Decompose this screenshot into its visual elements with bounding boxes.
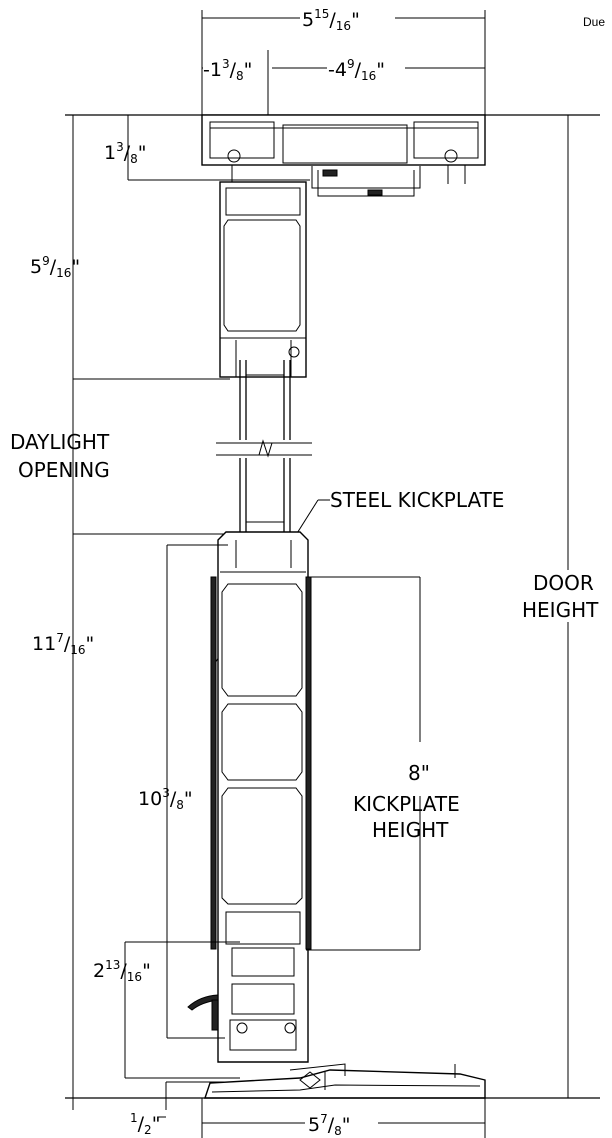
header-profile [65, 114, 600, 197]
dim-kickplate-height: 8" KICKPLATE HEIGHT [306, 576, 460, 951]
svg-text:57/8": 57/8" [308, 1112, 351, 1138]
dim-top-split: -13/8" -49/16" [202, 50, 485, 118]
dim-base-width: 57/8" [201, 1098, 486, 1138]
svg-text:STEEL KICKPLATE: STEEL KICKPLATE [330, 488, 504, 512]
daylight-opening-label: DAYLIGHT OPENING [10, 430, 110, 482]
svg-text:-13/8": -13/8" [203, 57, 252, 83]
dim-sweep: 213/16" [93, 941, 240, 1079]
svg-text:DAYLIGHT: DAYLIGHT [10, 430, 110, 454]
svg-text:117/16": 117/16" [32, 631, 94, 657]
svg-text:HEIGHT: HEIGHT [522, 598, 599, 622]
svg-text:DOOR: DOOR [533, 571, 594, 595]
svg-text:-49/16": -49/16" [328, 57, 385, 83]
svg-text:HEIGHT: HEIGHT [372, 818, 449, 842]
dim-header-depth: 13/8" [104, 115, 310, 181]
svg-text:KICKPLATE: KICKPLATE [353, 792, 460, 816]
dim-top-rail: 59/16" [30, 115, 230, 1110]
steel-kickplate-callout: STEEL KICKPLATE [211, 488, 504, 669]
dim-threshold: 1/2" [130, 1081, 225, 1137]
svg-text:515/16": 515/16" [302, 7, 360, 33]
svg-text:103/8": 103/8" [138, 786, 193, 812]
corner-note: Due [583, 15, 605, 29]
top-rail-profile [219, 181, 307, 378]
svg-text:213/16": 213/16" [93, 958, 151, 984]
bottom-rail-profile [73, 531, 312, 1063]
svg-text:OPENING: OPENING [18, 458, 110, 482]
dim-top-overall: 515/16" [201, 7, 486, 115]
svg-text:59/16": 59/16" [30, 254, 80, 280]
dim-door-height: DOOR HEIGHT [522, 115, 599, 1098]
glass-section [216, 360, 312, 540]
dim-bottom-overall: 117/16" [32, 631, 94, 657]
threshold-profile [204, 1063, 486, 1099]
svg-text:1/2": 1/2" [130, 1111, 160, 1137]
dim-bottom-rail: 103/8" [138, 544, 228, 1039]
svg-text:8": 8" [408, 761, 430, 785]
svg-text:13/8": 13/8" [104, 140, 147, 166]
